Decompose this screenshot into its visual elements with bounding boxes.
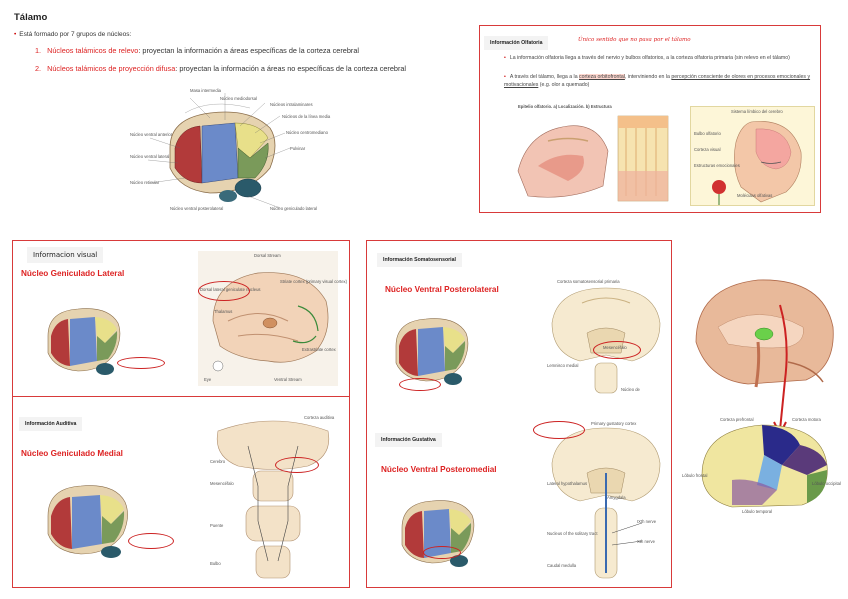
label: Bulbo [210,561,221,566]
label: Corteza auditiva [304,415,335,420]
thalamus-figure: Masa intermedia Núcleo mediodorsal Núcle… [130,88,330,218]
highlight-oval [593,341,641,359]
label: Cerebro [210,459,226,464]
label: Estructuras emocionales [694,163,740,168]
cortex-figure: Corteza prefrontal Corteza motora Lóbulo… [682,415,841,515]
label: Primary gustatory cortex [591,421,637,426]
gustatory-diagram [551,427,661,579]
label: Thalamus [214,309,233,314]
highlight-oval [399,378,441,391]
thalamus-diagram [147,93,291,209]
label: Puente [210,523,224,528]
cortex-lateral-diagram [701,424,828,508]
label: Xth nerve [637,539,655,544]
brain-lateral-diagram [212,272,329,372]
nose-diagram [517,115,669,202]
label: Corteza somatosensorial primaria [557,279,620,284]
olfatoria-section: Información Olfatoria Único sentido que … [479,25,821,213]
highlight-oval [198,281,250,301]
label: Caudal medulla [547,563,577,568]
section-label: Información Gustativa [375,433,442,447]
label: Núcleo ventral anterior [130,132,173,137]
thalamus-diagram [47,308,121,375]
section-label: Información Olfatoria [484,36,549,50]
label: Núcleo geniculado lateral [270,206,318,211]
label: Núcleo de [621,387,640,392]
section-title: Núcleo Ventral Posteromedial [381,465,497,474]
label: Lóbulo frontal [682,473,708,478]
bullet-text: •La información olfatoria llega a través… [504,55,790,61]
label: Núcleo mediodorsal [220,96,258,101]
label: Bulbo olfatorio [694,131,721,136]
figure-caption: Sistema límbico del cerebro [731,109,783,114]
head-diagram [712,121,802,205]
thalamus-diagram [395,318,469,385]
label: Pulvinar [290,146,306,151]
page-title: Tálamo [14,12,48,23]
figure-caption: Epitelio olfatorio. a) Localización. b) … [518,104,612,109]
divider [13,396,349,398]
label: Extrastriate cortex [302,347,336,352]
highlight-oval [128,533,174,549]
label: Corteza motora [792,417,821,422]
auditory-pathway-figure: Corteza auditiva Cerebro Mesencéfalo Pue… [208,411,338,583]
label: Amygdala [607,495,626,500]
visual-auditiva-section: Informacion visual Núcleo Geniculado Lat… [12,240,350,588]
label: Eye [204,377,212,382]
label: Ventral Stream [274,377,302,382]
thalamus-diagram [47,485,128,558]
sagittal-brain-figure [688,272,838,390]
limbic-figure: Sistema límbico del cerebro Bulbo olfato… [690,106,815,206]
label: IXth nerve [637,519,657,524]
highlight-oval [275,457,319,473]
somatosensory-figure: Corteza somatosensorial primaria Mesencé… [547,279,665,398]
label: Núcleos intralaminares [270,102,313,107]
label: Lóbulo temporal [742,509,773,514]
label: Corteza prefrontal [720,417,754,422]
highlight-oval [533,421,585,439]
label: Lateral hypothalamus [547,481,588,486]
label: Masa intermedia [190,88,221,93]
sagittal-brain-diagram [695,279,834,388]
label: Núcleo ventral lateral [130,154,170,159]
label: Corteza visual [694,147,721,152]
highlight-oval [117,357,165,369]
label: Nucleus of the solitary tract [547,531,598,536]
label: Dorsal Stream [254,253,281,258]
list-item: 1.Núcleos talámicos de relevo: proyectan… [35,46,360,55]
label: Núcleos de la línea media [282,114,331,119]
label: Moléculas olfativas [737,193,773,198]
label: Núcleo ventral posterolateral [170,206,224,211]
gustatory-figure: Primary gustatory cortex Lateral hypotha… [547,421,665,583]
section-title: Núcleo Geniculado Medial [21,449,123,458]
section-label: Información Auditiva [19,417,83,431]
thalamus-diagram [401,500,475,567]
highlight-oval [423,546,461,559]
intro-text: •Está formado por 7 grupos de núcleos: [14,31,132,38]
handwritten-note: Único sentido que no pasa por el tálamo [578,37,691,43]
somato-gustativa-section: Información Somatosensorial Núcleo Ventr… [366,240,672,588]
label: Núcleo reticular [130,180,160,185]
label: Lóbulo occipital [812,481,841,486]
coronal-diagram [551,287,661,394]
label: Mesencéfalo [210,481,234,486]
section-title: Núcleo Geniculado Lateral [21,269,125,278]
label: Núcleo centromediano [286,130,328,135]
label: Lemnisco medial [547,363,579,368]
section-label: Informacion visual [27,247,104,263]
label: Striate cortex (primary visual cortex) [280,279,348,284]
section-label: Información Somatosensorial [377,253,462,267]
auditory-diagram [216,420,330,579]
section-title: Núcleo Ventral Posterolateral [385,285,499,294]
list-item: 2.Núcleos talámicos de proyección difusa… [35,64,407,73]
bullet-text: •A través del tálamo, llega a la corteza… [504,74,811,88]
visual-pathway-figure: Dorsal Stream Striate cortex (primary vi… [198,251,347,386]
